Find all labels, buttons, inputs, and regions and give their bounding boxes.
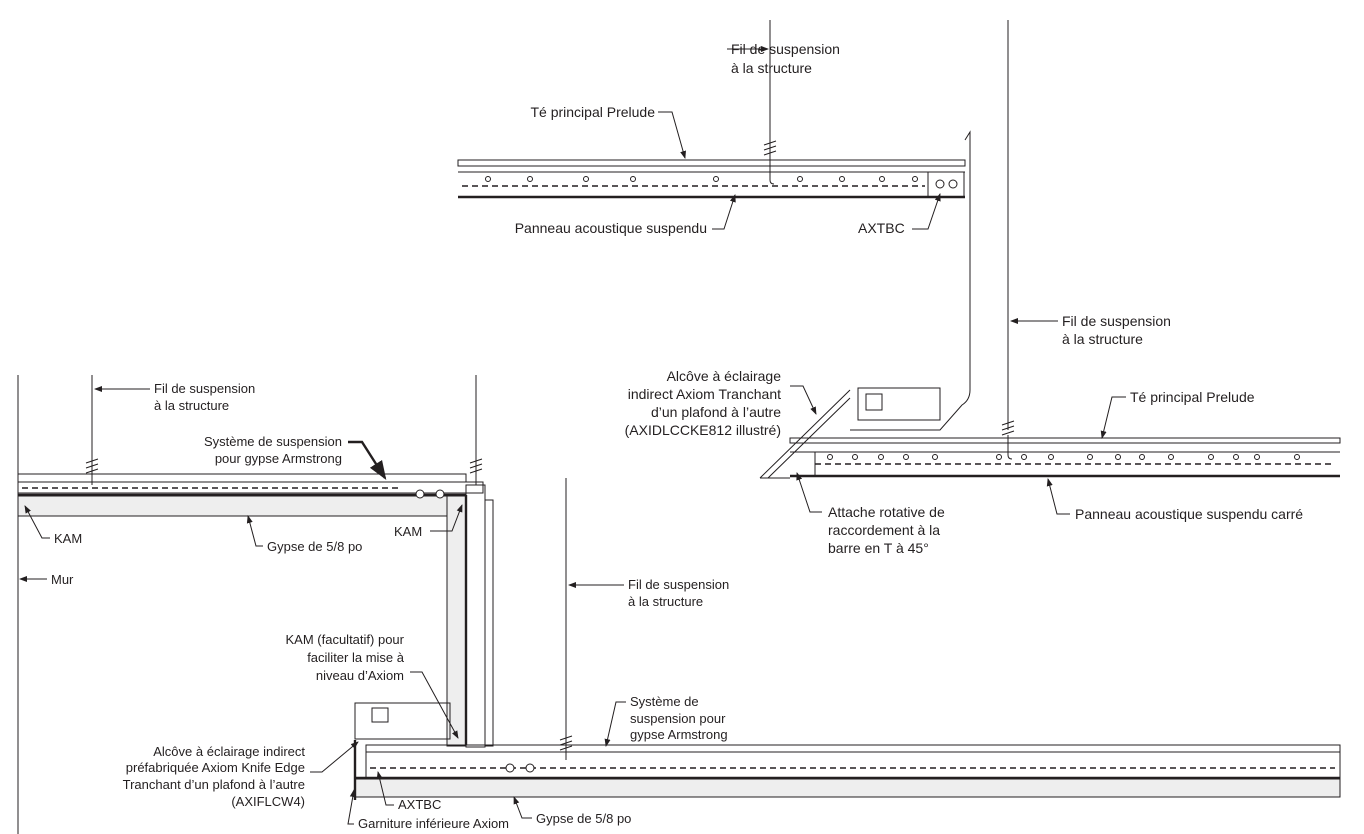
gypsum-board-lower [354,778,1341,798]
wire-label: à la structure [731,60,812,76]
kam-label: KAM [54,531,82,546]
kam-optional-label: faciliter la mise à [307,650,405,665]
alcove-label: indirect Axiom Tranchant [628,386,781,402]
panel-label: Panneau acoustique suspendu carré [1075,506,1303,522]
wire-coil-icon [763,140,777,185]
suspension-label: suspension pour [630,711,726,726]
right-detail: Fil de suspension à la structure Alcôve … [625,313,1341,556]
alcove-label: Tranchant d’un plafond à l’autre [123,777,305,792]
wire-label: à la structure [628,594,703,609]
main-tee-label: Té principal Prelude [530,104,655,120]
clip-label: Attache rotative de [828,504,945,520]
gypsum-board [17,495,467,517]
kam-optional-label: niveau d’Axiom [316,668,404,683]
wire-label: Fil de suspension [731,41,840,57]
axtbc-label: AXTBC [858,220,905,236]
wire-label: à la structure [1062,331,1143,347]
clip-label: barre en T à 45° [828,540,929,556]
gypsum-label: Gypse de 5/8 po [267,539,362,554]
wire-coil-icon [85,458,99,474]
prelude-main-tee-square [789,437,1341,478]
alcove-label: Alcôve à éclairage [667,368,782,384]
axtbc-clip [927,171,965,198]
suspension-label: Système de [630,694,699,709]
suspension-label: pour gypse Armstrong [215,451,342,466]
wire-label: Fil de suspension [1062,313,1171,329]
panel-holes [485,176,918,182]
wire-coil-icon [469,458,483,474]
axtbc-label: AXTBC [398,797,441,812]
wall-label: Mur [51,572,74,587]
alcove-label: d’un plafond à l’autre [651,404,781,420]
top-detail: Fil de suspension à la structure Té prin… [457,20,1009,431]
suspension-label: Système de suspension [204,434,342,449]
wire-coil-icon [559,735,573,751]
alcove-hanger [850,130,971,431]
wire-label: Fil de suspension [154,381,255,396]
main-tee-label: Té principal Prelude [1130,389,1255,405]
panel-label: Panneau acoustique suspendu [515,220,707,236]
alcove-label: (AXIDLCCKE812 illustré) [625,422,781,438]
alcove-label: Alcôve à éclairage indirect [153,744,305,759]
wire-coil-icon [1001,420,1015,460]
kam-optional-label: KAM (facultatif) pour [286,632,405,647]
prelude-main-tee [457,159,966,199]
clip-label: raccordement à la [828,522,940,538]
left-detail: Fil de suspension à la structure Système… [17,375,1341,834]
kam-label: KAM [394,524,422,539]
gypsum-label: Gypse de 5/8 po [536,811,631,826]
alcove-fixture [354,702,451,740]
suspension-label: gypse Armstrong [630,727,728,742]
alcove-label: (AXIFLCW4) [231,794,305,809]
wire-label: Fil de suspension [628,577,729,592]
trim-label: Garniture inférieure Axiom [358,816,509,831]
panel-holes [827,454,1300,460]
alcove-label: préfabriquée Axiom Knife Edge [126,760,305,775]
wire-label: à la structure [154,398,229,413]
light-fixture [857,387,941,421]
